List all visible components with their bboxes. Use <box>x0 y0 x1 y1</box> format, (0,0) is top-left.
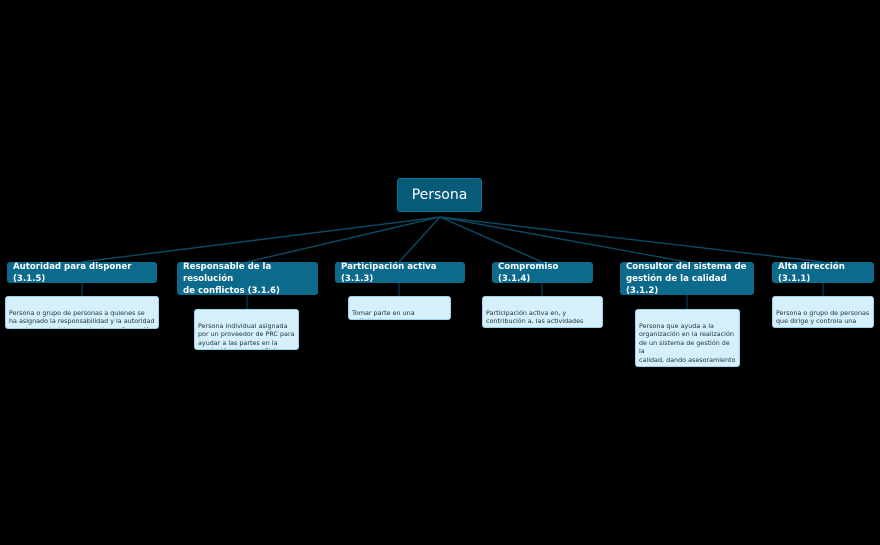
note-text: Persona o grupo de personas que dirige y… <box>776 308 870 327</box>
topic-participacion-activa[interactable]: Participación activa (3.1.3) <box>335 261 465 284</box>
note-responsable-resolucion-conflictos[interactable]: Persona individual asignada por un prove… <box>194 309 299 350</box>
root-topic-label: Persona <box>411 187 468 203</box>
topic-alta-direccion[interactable]: Alta dirección (3.1.1) <box>772 261 874 284</box>
connector-root-branch-4 <box>439 216 543 263</box>
topic-responsable-resolucion-conflictos[interactable]: Responsable de la resolución de conflict… <box>177 261 318 296</box>
note-text: Tomar parte en una actividad, evento o s… <box>352 308 415 319</box>
connector-root-branch-6 <box>439 216 824 263</box>
topic-label: Autoridad para disponer (3.1.5) <box>13 261 132 284</box>
note-consultor-sistema-gestion-calidad[interactable]: Persona que ayuda a la organización en l… <box>635 309 740 367</box>
connector-root-branch-2 <box>246 216 441 263</box>
connector-root-branch-3 <box>398 216 441 263</box>
connector-root-branch-5 <box>439 216 688 263</box>
topic-consultor-sistema-gestion-calidad[interactable]: Consultor del sistema de gestión de la c… <box>620 261 754 296</box>
topic-label: Compromiso (3.1.4) <box>498 261 559 284</box>
topic-autoridad-para-disponer[interactable]: Autoridad para disponer (3.1.5) <box>7 261 157 284</box>
note-text: Persona individual asignada por un prove… <box>198 321 295 349</box>
note-alta-direccion[interactable]: Persona o grupo de personas que dirige y… <box>772 296 874 328</box>
note-autoridad-para-disponer[interactable]: Persona o grupo de personas a quienes se… <box>5 296 159 329</box>
note-text: Participación activa en, y contribución … <box>486 308 584 327</box>
note-participacion-activa[interactable]: Tomar parte en una actividad, evento o s… <box>348 296 451 320</box>
topic-label: Consultor del sistema de gestión de la c… <box>626 261 747 296</box>
topic-label: Responsable de la resolución de conflict… <box>183 261 280 296</box>
topic-compromiso[interactable]: Compromiso (3.1.4) <box>492 261 593 284</box>
connector-root-branch-1 <box>81 216 441 263</box>
note-text: Persona que ayuda a la organización en l… <box>639 321 736 366</box>
note-text: Persona o grupo de personas a quienes se… <box>9 308 155 328</box>
root-topic-persona[interactable]: Persona <box>397 178 482 212</box>
topic-label: Alta dirección (3.1.1) <box>778 261 845 284</box>
note-compromiso[interactable]: Participación activa en, y contribución … <box>482 296 603 328</box>
topic-label: Participación activa (3.1.3) <box>341 261 437 284</box>
